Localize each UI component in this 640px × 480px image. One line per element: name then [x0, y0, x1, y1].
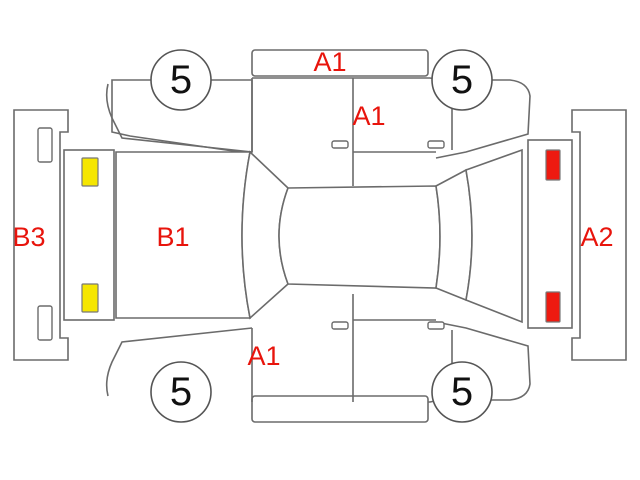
- wheel-front-left-tire: [431, 361, 493, 423]
- wheel-rear-right-tire: [150, 49, 212, 111]
- windshield: [435, 168, 473, 302]
- front-bumper: [571, 109, 627, 361]
- damage-code-front-door-right: A1: [352, 101, 385, 131]
- damage-code-rear-door-left: A1: [247, 341, 280, 371]
- rear-reflector-bottom: [37, 305, 53, 341]
- right-side-sill: [251, 49, 429, 77]
- left-side-sill: [251, 395, 429, 423]
- roof: [278, 185, 441, 289]
- wheel-front-right-tire: [431, 49, 493, 111]
- wheel-rear-left: 5: [150, 361, 212, 423]
- damage-code-front-bumper: A2: [580, 222, 613, 252]
- front-lamp-top: [545, 149, 561, 181]
- damage-code-roof-top: A1: [313, 47, 346, 77]
- wheel-rear-left-tire: [150, 361, 212, 423]
- wheel-rear-right: 5: [150, 49, 212, 111]
- wheel-rear-left-grade: 5: [170, 370, 192, 414]
- wheel-rear-right-grade: 5: [170, 58, 192, 102]
- front-lamp-bottom: [545, 291, 561, 323]
- wheel-front-left-grade: 5: [451, 370, 473, 414]
- damage-code-rear-bumper: B3: [12, 222, 45, 252]
- rear-reflector-top: [37, 127, 53, 163]
- wheel-front-right-grade: 5: [451, 58, 473, 102]
- rear-bumper: [13, 109, 69, 361]
- damage-code-trunk: B1: [156, 222, 189, 252]
- right-rear-door-handle: [331, 140, 349, 149]
- rear-lamp-bottom: [81, 283, 99, 313]
- left-front-door-handle: [427, 321, 445, 330]
- hood: [465, 148, 523, 324]
- wheel-front-right: 5: [431, 49, 493, 111]
- left-rear-door-handle: [331, 321, 349, 330]
- wheel-front-left: 5: [431, 361, 493, 423]
- rear-lamp-top: [81, 157, 99, 187]
- right-front-door-handle: [427, 140, 445, 149]
